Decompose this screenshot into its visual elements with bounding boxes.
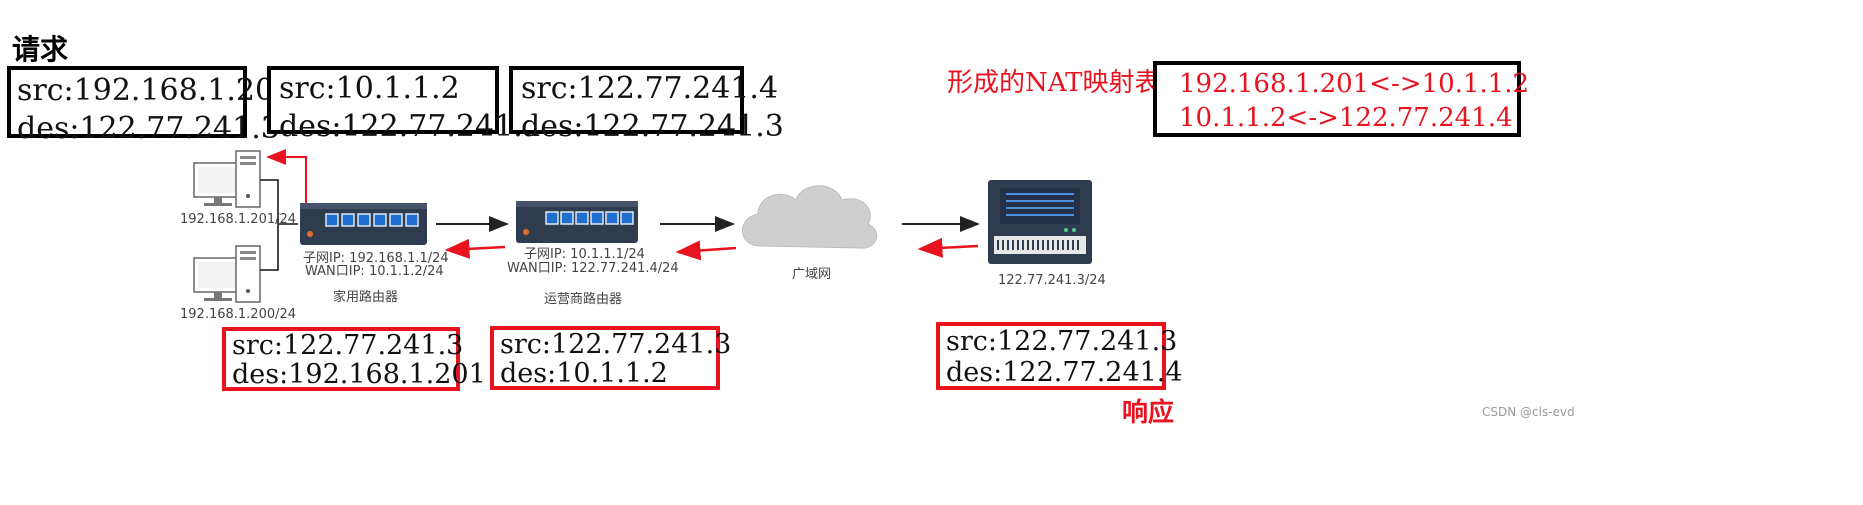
nat-table-box: 192.168.1.201<->10.1.1.2 10.1.1.2<->122.… [1153,61,1530,137]
response-box-pc-des: des:192.168.1.201 [232,359,486,390]
request-heading: 请求 [12,33,69,66]
wan-cloud-icon [742,185,878,249]
isp-router-subnet-label: 子网IP: 10.1.1.1/24 [524,247,645,262]
nat-table-row: 10.1.1.2<->122.77.241.4 [1179,103,1513,133]
server-ip-label: 122.77.241.3/24 [998,273,1106,288]
isp-router-wan-label: WAN口IP: 122.77.241.4/24 [507,261,679,276]
request-box-pc-des: des:122.77.241.3 [17,111,280,146]
home-router-subnet-label: 子网IP: 192.168.1.1/24 [303,251,449,266]
response-box-pc: src:122.77.241.3 des:192.168.1.201 [222,327,486,391]
request-box-pc: src:192.168.1.201 des:122.77.241.3 [7,66,293,146]
wan-cloud-label: 广域网 [792,267,832,282]
response-arrow-1 [444,238,506,259]
watermark: CSDN @cls-evd [1482,405,1575,419]
pc-2-icon [193,245,261,303]
server-icon [988,180,1092,264]
home-router-wan-label: WAN口IP: 10.1.1.2/24 [305,264,444,279]
isp-router-name: 运营商路由器 [544,292,623,307]
nat-table-title: 形成的NAT映射表 [947,68,1161,98]
response-arrow-3 [917,237,979,258]
isp-router-icon [516,201,638,243]
home-router-name: 家用路由器 [333,290,399,305]
return-to-pc-arrow [266,149,307,204]
pc-1-ip-label: 192.168.1.201/24 [180,212,297,227]
pc-link-lines [260,179,298,271]
response-box-isp-router: src:122.77.241.3 des:122.77.241.4 [936,322,1183,390]
response-arrow-2 [675,240,737,261]
nat-table-row: 192.168.1.201<->10.1.1.2 [1179,69,1530,99]
response-box-home-router-des: des:10.1.1.2 [500,358,668,389]
response-box-isp-router-src: src:122.77.241.3 [946,326,1178,357]
response-box-home-router: src:122.77.241.3 des:10.1.1.2 [490,326,732,390]
response-box-home-router-src: src:122.77.241.3 [500,329,732,360]
request-box-isp-router: src:122.77.241.4 des:122.77.241.3 [509,66,784,144]
response-heading: 响应 [1122,398,1175,428]
pc-2-ip-label: 192.168.1.200/24 [180,307,297,322]
request-box-home-router-src: src:10.1.1.2 [279,71,460,106]
pc-1-icon [193,150,261,208]
response-box-isp-router-des: des:122.77.241.4 [946,357,1183,388]
response-box-pc-src: src:122.77.241.3 [232,330,464,361]
home-router-icon [300,203,427,245]
